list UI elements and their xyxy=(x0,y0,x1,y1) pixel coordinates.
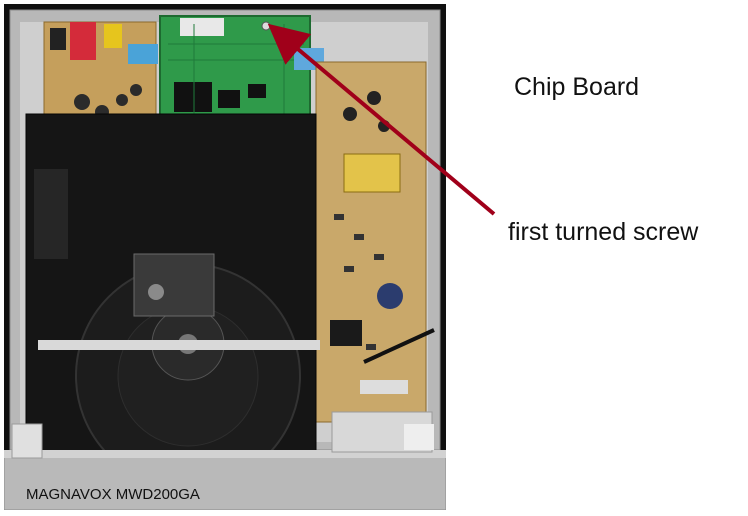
model-label: MAGNAVOX MWD200GA xyxy=(26,486,200,503)
tray-rail xyxy=(38,340,320,350)
chip-board-label: Chip Board xyxy=(514,73,640,101)
dvd-player-interior-photo: MAGNAVOX MWD200GA xyxy=(4,4,446,510)
red-rca-jack xyxy=(70,22,96,60)
first-turned-screw-label: first turned screw xyxy=(508,218,699,246)
large-capacitor xyxy=(377,283,403,309)
first-turned-screw xyxy=(261,21,271,31)
main-chip xyxy=(174,82,212,112)
dvd-player-illustration xyxy=(4,4,446,510)
yellow-rca-jack xyxy=(104,24,122,48)
laser-pickup xyxy=(133,253,215,317)
power-supply-board xyxy=(315,61,427,423)
